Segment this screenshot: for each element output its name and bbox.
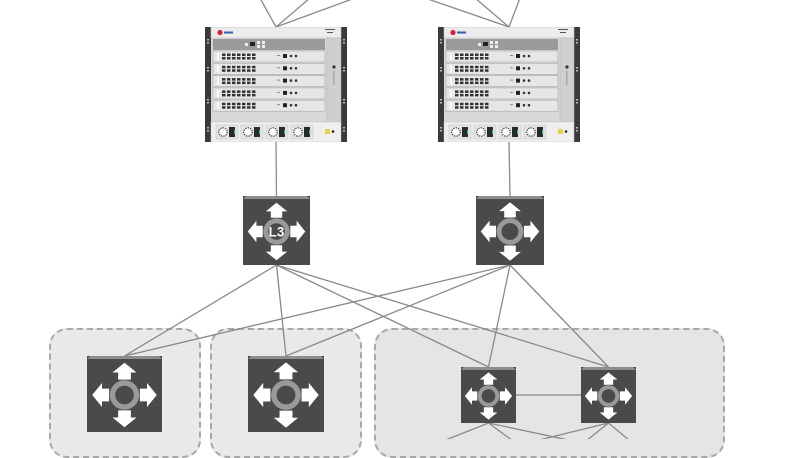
- link-core-right-to-access-g3b: [509, 264, 609, 368]
- switch-icon: L3: [243, 196, 310, 265]
- fan-icon: [293, 127, 303, 137]
- arrow-icon: [499, 202, 521, 218]
- access-g2-switch[interactable]: [248, 356, 324, 432]
- link-core-l3-to-access-g3b: [276, 264, 609, 368]
- access-g3b-switch[interactable]: [581, 367, 636, 423]
- chassis-right[interactable]: [438, 26, 580, 143]
- switch-icon: [248, 356, 324, 432]
- link-core-l3-to-access-g3a: [276, 264, 489, 368]
- arrow-icon: [619, 387, 633, 405]
- downlink-access-g3a-2: [488, 422, 567, 439]
- chassis-graphic: [438, 26, 580, 143]
- fan-icon: [218, 127, 228, 137]
- arrow-icon: [599, 372, 618, 385]
- warning-icon: [325, 129, 330, 134]
- arrow-icon: [265, 245, 288, 261]
- link-core-l3-to-access-g1: [124, 264, 277, 357]
- link-core-right-to-access-g2: [285, 264, 511, 357]
- switch-icon: [461, 367, 516, 423]
- arrow-icon: [499, 387, 513, 405]
- arrow-icon: [112, 362, 137, 380]
- link-core-right-to-access-g1: [124, 264, 511, 357]
- line-card: [445, 50, 559, 63]
- arrow-icon: [479, 407, 498, 420]
- arrow-icon: [139, 383, 157, 407]
- line-card: [212, 62, 326, 75]
- uplink-chassis-left-2: [275, 0, 352, 28]
- core-l3-switch[interactable]: L3: [243, 196, 310, 265]
- arrow-icon: [273, 362, 299, 380]
- switch-icon: [476, 196, 544, 265]
- rack-ear-right: [341, 27, 347, 142]
- arrow-icon: [290, 220, 306, 243]
- switch-ring: [271, 380, 301, 410]
- rack-ear-right: [574, 27, 580, 142]
- fan-icon: [501, 127, 511, 137]
- switch-ring: [477, 385, 500, 407]
- line-card: [445, 99, 559, 112]
- uplink-chassis-right-1: [476, 0, 510, 28]
- downlink-access-g3b-2: [608, 422, 629, 439]
- logo-icon: [217, 29, 223, 36]
- line-card: [445, 75, 559, 87]
- line-card: [445, 87, 559, 100]
- downlink-access-g3b-0: [540, 422, 609, 439]
- fan-icon: [526, 127, 536, 137]
- link-core-l3-to-access-g2: [275, 264, 287, 357]
- arrow-icon: [273, 410, 299, 428]
- line-card: [445, 62, 559, 75]
- arrow-icon: [92, 383, 110, 407]
- arrow-icon: [480, 220, 497, 243]
- arrow-icon: [247, 220, 263, 243]
- uplink-chassis-left-1: [275, 0, 309, 28]
- downlink-access-g3b-1: [587, 422, 609, 439]
- switch-icon: [581, 367, 636, 423]
- fan-icon: [268, 127, 278, 137]
- switch-ring: [109, 380, 140, 410]
- network-diagram: L3: [49, 0, 725, 458]
- switch-icon: [87, 356, 162, 432]
- fan-icon: [243, 127, 253, 137]
- switch-ring: [496, 218, 524, 245]
- fan-icon: [451, 127, 461, 137]
- uplink-chassis-right-0: [428, 0, 510, 28]
- line-card: [212, 87, 326, 100]
- link-chassis-right-to-core-right: [508, 141, 511, 197]
- arrow-icon: [301, 382, 319, 408]
- arrow-icon: [479, 372, 498, 385]
- arrow-icon: [112, 410, 137, 428]
- chassis-left[interactable]: [205, 26, 347, 143]
- link-chassis-left-to-core-l3: [275, 141, 278, 197]
- link-core-right-to-access-g3a: [487, 264, 511, 368]
- downlink-access-g3a-0: [446, 422, 489, 439]
- fan-icon: [476, 127, 486, 137]
- line-card: [212, 50, 326, 63]
- switch-ring: [263, 218, 290, 245]
- uplink-chassis-left-0: [260, 0, 277, 28]
- uplink-chassis-right-2: [508, 0, 520, 28]
- core-right-switch[interactable]: [476, 196, 544, 265]
- arrow-icon: [253, 382, 271, 408]
- rack-ear-left: [438, 27, 444, 142]
- switch-label: L3: [269, 224, 285, 239]
- downlink-access-g3a-1: [488, 422, 512, 439]
- chassis-graphic: [205, 26, 347, 143]
- switch-ring: [597, 385, 620, 407]
- rack-ear-left: [205, 27, 211, 142]
- arrow-icon: [499, 245, 521, 261]
- logo-icon: [450, 29, 456, 36]
- arrow-icon: [464, 387, 478, 405]
- access-g3a-switch[interactable]: [461, 367, 516, 423]
- line-card: [212, 99, 326, 112]
- line-card: [212, 75, 326, 87]
- access-g1-switch[interactable]: [87, 356, 162, 432]
- arrow-icon: [265, 202, 288, 218]
- warning-icon: [558, 129, 563, 134]
- arrow-icon: [599, 407, 618, 420]
- arrow-icon: [523, 220, 540, 243]
- links-layer: [124, 0, 629, 439]
- arrow-icon: [584, 387, 598, 405]
